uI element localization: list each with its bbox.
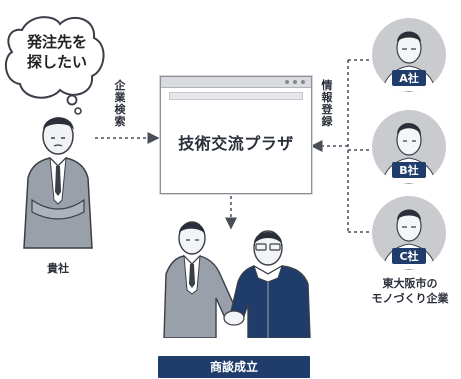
manufacturers-caption: 東大阪市の モノづくり企業 <box>360 276 460 306</box>
manufacturers-caption-line-2: モノづくり企業 <box>371 292 449 305</box>
client-label: 貴社 <box>47 262 69 275</box>
browser-addressbar <box>169 92 303 100</box>
browser-dot-icon <box>301 80 305 84</box>
handshake-illustration <box>163 221 311 338</box>
search-label: 企業検索 <box>114 79 126 128</box>
company-c-label: C社 <box>392 248 426 264</box>
thought-bubble <box>4 16 105 115</box>
browser-dot-icon <box>293 80 297 84</box>
client-person-illustration <box>23 117 93 249</box>
company-a-avatar[interactable]: A社 <box>372 18 446 92</box>
company-b-avatar[interactable]: B社 <box>372 110 446 184</box>
company-c-avatar[interactable]: C社 <box>372 196 446 270</box>
bubble-line-2: 探したい <box>26 53 87 71</box>
platform-title: 技術交流プラザ <box>178 134 294 153</box>
bubble-line-1: 発注先を <box>26 33 87 51</box>
bubble-text: 発注先を 探したい <box>14 32 100 72</box>
platform-window[interactable]: 技術交流プラザ <box>160 76 312 194</box>
deal-closed-badge: 商談成立 <box>158 356 310 378</box>
company-a-label: A社 <box>392 70 426 86</box>
manufacturers-caption-line-1: 東大阪市の <box>382 277 438 290</box>
company-b-label: B社 <box>392 162 426 178</box>
browser-dot-icon <box>285 80 289 84</box>
browser-titlebar <box>161 77 311 88</box>
register-label: 情報登録 <box>321 79 333 128</box>
